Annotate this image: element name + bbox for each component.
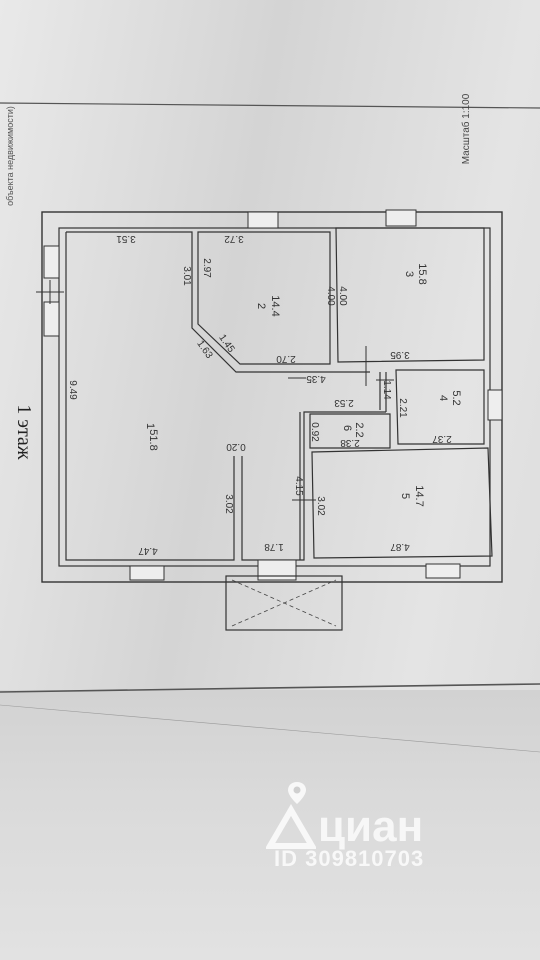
floor-title: 1 этаж bbox=[13, 404, 35, 460]
dim-2-70: 2.70 bbox=[276, 353, 296, 364]
dim-2-37: 2.37 bbox=[432, 433, 452, 444]
room-4-area: 5.2 bbox=[450, 390, 462, 406]
watermark: циан ID 309810703 bbox=[266, 780, 506, 880]
dim-2-53: 2.53 bbox=[334, 397, 354, 408]
dim-0-92: 0.92 bbox=[309, 422, 320, 442]
dim-1-14: 1.14 bbox=[381, 380, 392, 400]
dim-3-51: 3.51 bbox=[116, 233, 136, 244]
dim-4-47: 4.47 bbox=[138, 545, 158, 556]
dim-2-38: 2.38 bbox=[340, 437, 360, 448]
dim-4-35: 4.35 bbox=[306, 373, 326, 384]
location-pin-icon bbox=[288, 782, 306, 804]
dim-0-20: 0.20 bbox=[226, 441, 246, 452]
scale-label: Масштаб 1:100 bbox=[461, 93, 472, 165]
dim-3-01: 3.01 bbox=[181, 266, 192, 286]
dim-3-95: 3.95 bbox=[390, 349, 410, 360]
watermark-brand: циан bbox=[318, 802, 424, 851]
dim-4-00b: 4.00 bbox=[337, 286, 348, 306]
room-1-area: 51.8 bbox=[147, 429, 159, 451]
dim-2-97: 2.97 bbox=[201, 258, 212, 278]
room-3-number: 3 bbox=[403, 270, 415, 278]
dim-4-00a: 4.00 bbox=[325, 286, 336, 306]
watermark-id: ID 309810703 bbox=[274, 846, 425, 871]
room-2-number: 2 bbox=[255, 302, 267, 310]
room-3-area: 15.8 bbox=[416, 263, 428, 285]
dim-4-87: 4.87 bbox=[390, 541, 410, 552]
room-2-area: 14.4 bbox=[269, 295, 281, 317]
dim-3-02a: 3.02 bbox=[223, 494, 234, 514]
dim-2-21: 2.21 bbox=[397, 398, 408, 418]
dim-1-78: 1.78 bbox=[264, 541, 284, 552]
cian-house-icon bbox=[266, 804, 316, 849]
room-4-number: 4 bbox=[437, 394, 449, 402]
lower-sheet bbox=[0, 690, 540, 960]
dim-3-72: 3.72 bbox=[224, 233, 244, 244]
dim-4-15: 4.15 bbox=[293, 476, 304, 496]
room-5-number: 5 bbox=[399, 492, 411, 500]
dim-9-49: 9.49 bbox=[67, 380, 78, 400]
dim-3-02b: 3.02 bbox=[315, 496, 326, 516]
header-fragment: объекта недвижимости) bbox=[5, 106, 15, 206]
room-5-area: 14.7 bbox=[413, 485, 425, 507]
